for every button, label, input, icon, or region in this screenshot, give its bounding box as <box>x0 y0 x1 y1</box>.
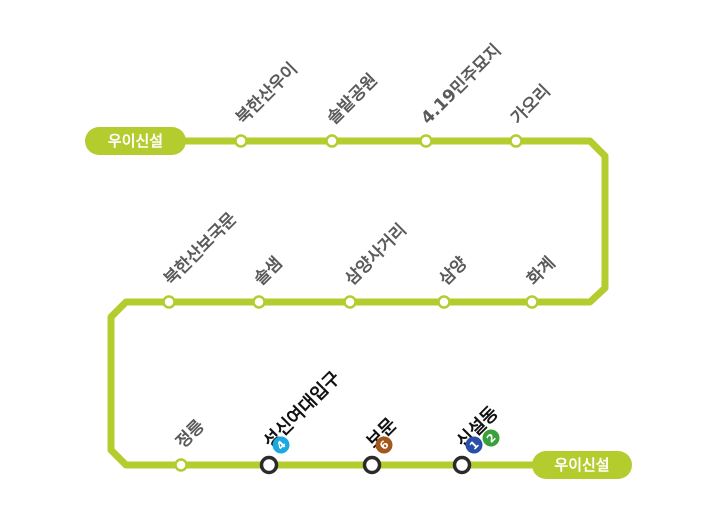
terminal-end-pill <box>532 451 632 479</box>
line-badge-2: 2 <box>482 429 500 447</box>
terminal-end[interactable]: 우이신설 <box>532 451 632 479</box>
transfer-station-marker <box>362 455 382 475</box>
station-label: 북한산보국문 <box>160 209 241 290</box>
station-label: 정릉 <box>172 416 209 453</box>
line-badge-1: 1 <box>465 436 483 454</box>
terminal-end-label: 우이신설 <box>554 456 609 474</box>
station-marker <box>419 134 433 148</box>
route-line <box>107 137 609 469</box>
line-badge-circle <box>375 436 393 454</box>
station-marker <box>343 295 357 309</box>
transfer-station-marker <box>452 455 472 475</box>
transfer-station-marker <box>259 455 279 475</box>
line-badge-4: 4 <box>272 436 290 454</box>
station-marker <box>174 458 188 472</box>
station-label: 솔밭공원 <box>323 70 381 128</box>
station-4[interactable]: 가오리 <box>507 81 555 148</box>
station-marker <box>525 295 539 309</box>
station-label: 삼양사거리 <box>341 220 410 289</box>
station-3[interactable]: 4.19민주묘지 <box>417 40 505 148</box>
station-marker <box>325 134 339 148</box>
station-label: 4.19민주묘지 <box>417 40 505 128</box>
station-7[interactable]: 삼양사거리 <box>341 220 411 309</box>
station-9[interactable]: 북한산보국문 <box>160 209 241 309</box>
terminal-start-pill <box>85 127 186 155</box>
station-marker <box>234 134 248 148</box>
station-1[interactable]: 북한산우이 <box>232 59 302 148</box>
station-marker <box>437 295 451 309</box>
station-marker <box>162 295 176 309</box>
station-label: 북한산우이 <box>232 59 301 128</box>
line-badge-circle <box>272 436 290 454</box>
station-2[interactable]: 솔밭공원 <box>323 70 382 148</box>
terminal-start-label: 우이신설 <box>108 132 163 150</box>
station-label: 삼양 <box>435 253 472 290</box>
station-label: 솔샘 <box>250 253 286 289</box>
station-label: 화계 <box>523 253 559 289</box>
station-label: 가오리 <box>507 81 554 128</box>
station-marker <box>252 295 266 309</box>
line-badge-circle <box>482 429 500 447</box>
station-label: 성신여대입구 <box>259 367 345 453</box>
line-badge-6: 6 <box>375 436 393 454</box>
station-marker <box>509 134 523 148</box>
terminal-start[interactable]: 우이신설 <box>85 127 186 155</box>
line-badge-circle <box>465 436 483 454</box>
